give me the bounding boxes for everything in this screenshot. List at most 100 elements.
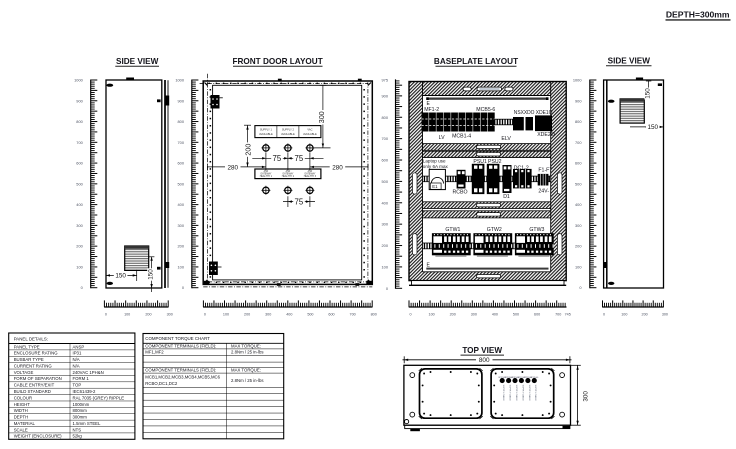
svg-text:ASF: ASF — [308, 170, 313, 173]
svg-text:GATEWAY: GATEWAY — [282, 172, 294, 175]
svg-text:BASEPLATE LAYOUT: BASEPLATE LAYOUT — [434, 57, 518, 66]
svg-text:E1: E1 — [432, 184, 438, 189]
svg-text:N/A: N/A — [73, 357, 80, 362]
svg-text:75: 75 — [295, 154, 304, 163]
svg-text:COMPONENT TERMINALS (FIELD):: COMPONENT TERMINALS (FIELD): — [145, 344, 216, 349]
svg-text:975: 975 — [382, 77, 389, 82]
svg-text:SUPPLY CABLE: SUPPLY CABLE — [515, 385, 518, 402]
svg-text:300: 300 — [662, 312, 668, 316]
svg-text:600: 600 — [76, 161, 83, 166]
svg-text:BUSBAR TYPE: BUSBAR TYPE — [14, 357, 44, 362]
svg-text:SPR1&2: SPR1&2 — [498, 377, 507, 379]
svg-text:GATEWAY: GATEWAY — [304, 172, 316, 175]
svg-text:LV: LV — [439, 135, 445, 141]
svg-text:100: 100 — [429, 312, 435, 316]
svg-text:RAL 7035 (GREY) RIPPLE: RAL 7035 (GREY) RIPPLE — [73, 395, 125, 400]
svg-text:400: 400 — [492, 312, 498, 316]
svg-text:400: 400 — [178, 202, 185, 207]
svg-text:700: 700 — [382, 136, 389, 141]
svg-text:100: 100 — [124, 312, 130, 316]
svg-text:NTS: NTS — [73, 427, 82, 432]
svg-text:400: 400 — [575, 202, 582, 207]
svg-text:1.5mm STEEL: 1.5mm STEEL — [73, 421, 102, 426]
svg-text:E: E — [427, 101, 431, 107]
svg-text:400: 400 — [286, 312, 292, 316]
svg-text:300: 300 — [178, 223, 185, 228]
svg-text:AVAILABLE: AVAILABLE — [281, 132, 295, 136]
svg-text:75: 75 — [295, 197, 304, 206]
svg-text:D1: D1 — [503, 194, 510, 200]
svg-text:FRONT DOOR LAYOUT: FRONT DOOR LAYOUT — [232, 57, 322, 66]
svg-text:52kg: 52kg — [73, 434, 83, 439]
svg-text:900: 900 — [178, 98, 185, 103]
svg-text:NSXXDO XDE1O: NSXXDO XDE1O — [514, 110, 553, 116]
svg-text:GTW3: GTW3 — [529, 227, 544, 233]
svg-text:100: 100 — [178, 264, 185, 269]
svg-text:200: 200 — [450, 312, 456, 316]
svg-text:TOP VIEW: TOP VIEW — [462, 346, 502, 355]
svg-text:300: 300 — [265, 312, 271, 316]
svg-text:700: 700 — [555, 312, 561, 316]
svg-text:280: 280 — [228, 164, 239, 171]
svg-text:100: 100 — [223, 312, 229, 316]
svg-text:N/A: N/A — [73, 363, 80, 368]
svg-text:GTW2: GTW2 — [487, 227, 502, 233]
svg-text:0: 0 — [409, 312, 411, 316]
svg-text:SUPPLY CABLE: SUPPLY CABLE — [502, 385, 505, 402]
svg-text:GTW1: GTW1 — [445, 227, 460, 233]
svg-text:300: 300 — [167, 312, 173, 316]
svg-text:SUPPLY CABLE: SUPPLY CABLE — [509, 385, 512, 402]
svg-text:HEALTHY 3: HEALTHY 3 — [304, 175, 317, 178]
svg-text:E: E — [427, 262, 431, 268]
svg-text:300: 300 — [76, 223, 83, 228]
svg-text:COLOUR: COLOUR — [14, 395, 32, 400]
svg-text:100: 100 — [76, 264, 83, 269]
svg-text:1000: 1000 — [74, 78, 83, 83]
svg-text:1000: 1000 — [175, 78, 184, 83]
svg-text:700: 700 — [350, 312, 356, 316]
svg-text:PANEL DETAILS:: PANEL DETAILS: — [14, 336, 48, 341]
svg-text:CABLE ENTRY/EXIT: CABLE ENTRY/EXIT — [14, 383, 55, 388]
svg-text:150: 150 — [148, 269, 155, 280]
svg-text:AVAILABLE: AVAILABLE — [259, 132, 273, 136]
svg-text:400: 400 — [382, 200, 389, 205]
svg-text:200: 200 — [76, 244, 83, 249]
svg-text:MCB5-6: MCB5-6 — [476, 107, 495, 113]
svg-text:24V-: 24V- — [538, 188, 549, 194]
svg-text:MAX TORQUE:: MAX TORQUE: — [231, 368, 261, 373]
svg-text:VOLTAGE: VOLTAGE — [14, 370, 34, 375]
svg-text:ELV: ELV — [501, 136, 511, 142]
svg-text:100: 100 — [621, 312, 627, 316]
svg-text:SUPPLY 1: SUPPLY 1 — [260, 127, 273, 131]
svg-text:MCB1,MCB2,MCB3,MCB4,MCB5,MC6: MCB1,MCB2,MCB3,MCB4,MCB5,MC6 — [145, 375, 220, 380]
svg-text:500: 500 — [513, 312, 519, 316]
svg-text:150: 150 — [115, 273, 126, 280]
svg-text:200: 200 — [178, 244, 185, 249]
svg-text:1000mm: 1000mm — [73, 402, 90, 407]
svg-text:300: 300 — [317, 111, 326, 123]
svg-text:800: 800 — [76, 119, 83, 124]
svg-text:MF1,MF2: MF1,MF2 — [145, 350, 164, 355]
svg-text:RCBO,DC1,DC2: RCBO,DC1,DC2 — [145, 381, 178, 386]
svg-text:200: 200 — [382, 243, 389, 248]
svg-text:700: 700 — [178, 140, 185, 145]
svg-text:FORM 1: FORM 1 — [73, 376, 90, 381]
svg-text:F1-F7: F1-F7 — [538, 167, 552, 173]
svg-text:PSU2: PSU2 — [488, 159, 502, 165]
svg-text:ENCLOSURE RATING: ENCLOSURE RATING — [14, 351, 59, 356]
svg-text:HEALTHY 1: HEALTHY 1 — [260, 175, 273, 178]
svg-text:800mm: 800mm — [73, 408, 88, 413]
svg-text:300: 300 — [575, 223, 582, 228]
svg-text:SPR1&2: SPR1&2 — [517, 377, 526, 379]
svg-text:800: 800 — [371, 312, 377, 316]
svg-text:800: 800 — [479, 357, 490, 364]
svg-text:SCALE: SCALE — [14, 427, 28, 432]
svg-text:SPR5&6: SPR5&6 — [511, 377, 520, 379]
svg-text:75: 75 — [273, 154, 282, 163]
svg-text:XDE2O: XDE2O — [537, 132, 555, 138]
svg-text:0: 0 — [182, 285, 185, 290]
svg-text:300: 300 — [583, 391, 590, 402]
svg-text:IP31: IP31 — [73, 351, 82, 356]
svg-text:TOP: TOP — [73, 383, 82, 388]
svg-text:0: 0 — [386, 286, 389, 291]
